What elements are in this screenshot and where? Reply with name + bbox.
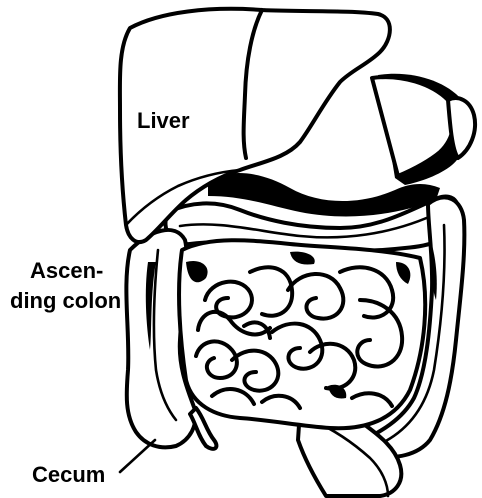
liver-label: Liver — [137, 108, 190, 133]
ascending-colon-label-line1: Ascen- — [30, 258, 103, 283]
small-intestine — [179, 240, 425, 428]
cecum-leader-line — [120, 440, 155, 472]
ascending-colon-label-line2: ding colon — [10, 288, 121, 313]
stomach — [372, 74, 475, 185]
cecum-label: Cecum — [32, 462, 105, 487]
